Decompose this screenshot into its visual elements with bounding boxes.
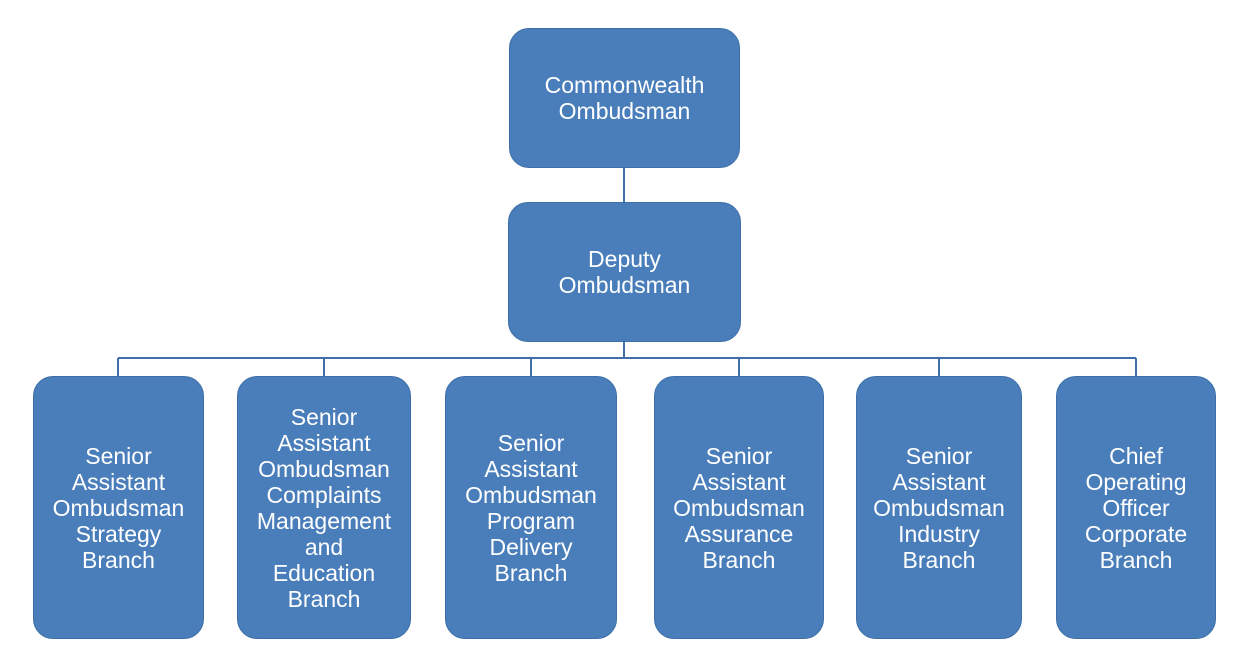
node-label: Deputy Ombudsman: [558, 246, 691, 298]
node-label: Senior Assistant Ombudsman Complaints Ma…: [256, 403, 392, 612]
node-industry-branch: Senior Assistant Ombudsman Industry Bran…: [856, 376, 1022, 639]
node-label: Senior Assistant Ombudsman Strategy Bran…: [52, 442, 185, 573]
node-label: Commonwealth Ombudsman: [544, 72, 705, 124]
node-assurance-branch: Senior Assistant Ombudsman Assurance Bra…: [654, 376, 824, 639]
node-complaints-management-education-branch: Senior Assistant Ombudsman Complaints Ma…: [237, 376, 411, 639]
node-program-delivery-branch: Senior Assistant Ombudsman Program Deliv…: [445, 376, 617, 639]
node-strategy-branch: Senior Assistant Ombudsman Strategy Bran…: [33, 376, 204, 639]
node-corporate-branch: Chief Operating Officer Corporate Branch: [1056, 376, 1216, 639]
node-commonwealth-ombudsman: Commonwealth Ombudsman: [509, 28, 740, 168]
node-label: Senior Assistant Ombudsman Industry Bran…: [873, 442, 1005, 573]
node-label: Senior Assistant Ombudsman Assurance Bra…: [673, 442, 805, 573]
node-label: Chief Operating Officer Corporate Branch: [1084, 442, 1188, 573]
node-label: Senior Assistant Ombudsman Program Deliv…: [465, 429, 597, 586]
node-deputy-ombudsman: Deputy Ombudsman: [508, 202, 741, 342]
